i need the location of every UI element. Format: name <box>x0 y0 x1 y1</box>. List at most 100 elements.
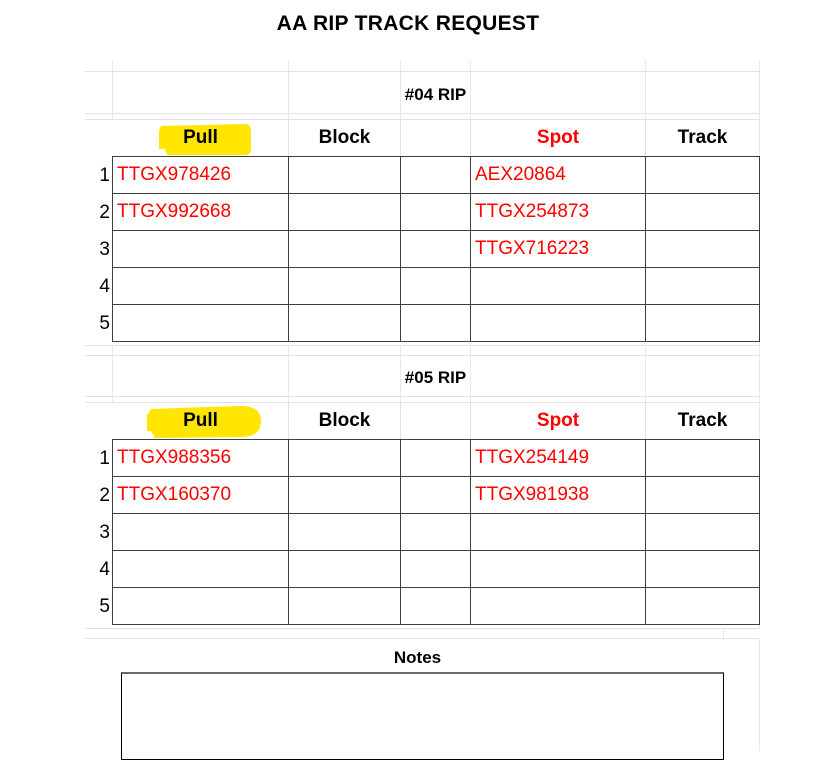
cell-spot[interactable] <box>470 267 646 305</box>
cell-block[interactable] <box>288 230 401 268</box>
cell-pull[interactable] <box>112 267 289 305</box>
cell-pull[interactable] <box>112 513 289 551</box>
table-row: TTGX716223 <box>112 230 760 268</box>
row-number: 1 <box>99 165 110 186</box>
cell-track[interactable] <box>645 513 760 551</box>
cell-spacer[interactable] <box>400 587 471 625</box>
column-header-spot-label: Spot <box>536 409 580 431</box>
cell-track[interactable] <box>645 156 760 194</box>
table-row <box>112 513 760 551</box>
cell-spot[interactable]: TTGX981938 <box>470 476 646 514</box>
table-header-row-04: Pull Block Spot Track <box>112 119 760 157</box>
row-number: 3 <box>99 522 110 543</box>
cell-spacer[interactable] <box>400 513 471 551</box>
cell-spot[interactable] <box>470 513 646 551</box>
cell-spacer[interactable] <box>400 230 471 268</box>
cell-spacer[interactable] <box>400 476 471 514</box>
cell-block[interactable] <box>288 193 401 231</box>
notes-title: Notes <box>393 648 442 667</box>
cell-block[interactable] <box>288 156 401 194</box>
row-number: 1 <box>99 448 110 469</box>
column-header-block: Block <box>288 402 401 440</box>
cell-spot[interactable]: TTGX254149 <box>470 439 646 477</box>
cell-spot[interactable] <box>470 304 646 342</box>
column-header-pull: Pull <box>112 402 289 440</box>
column-header-pull-label: Pull <box>183 409 218 431</box>
cell-spot[interactable] <box>470 550 646 588</box>
cell-block[interactable] <box>288 476 401 514</box>
header-divider <box>644 119 646 156</box>
cell-spot[interactable]: TTGX716223 <box>470 230 646 268</box>
cell-block[interactable] <box>288 587 401 625</box>
cell-pull[interactable] <box>112 304 289 342</box>
header-divider <box>469 402 471 439</box>
cell-pull[interactable]: TTGX988356 <box>112 439 289 477</box>
column-header-track: Track <box>645 402 760 440</box>
cell-track[interactable] <box>645 267 760 305</box>
row-number: 4 <box>99 276 110 297</box>
cell-pull[interactable]: TTGX978426 <box>112 156 289 194</box>
page-title: AA RIP TRACK REQUEST <box>276 12 540 35</box>
cell-pull[interactable] <box>112 230 289 268</box>
table-row: TTGX160370 TTGX981938 <box>112 476 760 514</box>
cell-pull[interactable]: TTGX160370 <box>112 476 289 514</box>
header-divider <box>399 119 401 156</box>
cell-block[interactable] <box>288 513 401 551</box>
cell-spacer[interactable] <box>400 304 471 342</box>
cell-pull[interactable] <box>112 587 289 625</box>
table-row: TTGX988356 TTGX254149 <box>112 439 760 477</box>
header-divider <box>287 119 289 156</box>
cell-pull[interactable]: TTGX992668 <box>112 193 289 231</box>
header-divider <box>469 119 471 156</box>
column-header-pull: Pull <box>112 119 289 157</box>
table-row <box>112 587 760 625</box>
cell-spot[interactable] <box>470 587 646 625</box>
rip-table-04: Pull Block Spot Track TTGX978426 <box>112 119 760 342</box>
cell-track[interactable] <box>645 193 760 231</box>
section-title-04-rip: #04 RIP <box>404 85 467 104</box>
column-header-track-label: Track <box>677 409 728 431</box>
cell-block[interactable] <box>288 550 401 588</box>
cell-spacer[interactable] <box>400 267 471 305</box>
cell-spacer[interactable] <box>400 193 471 231</box>
cell-track[interactable] <box>645 587 760 625</box>
column-header-spacer <box>400 119 471 157</box>
column-header-track: Track <box>645 119 760 157</box>
notes-input[interactable] <box>121 672 724 760</box>
column-header-block: Block <box>288 119 401 157</box>
header-divider <box>287 402 289 439</box>
column-header-pull-label: Pull <box>183 126 218 148</box>
cell-spacer[interactable] <box>400 439 471 477</box>
cell-block[interactable] <box>288 439 401 477</box>
section-title-05-rip: #05 RIP <box>404 368 467 387</box>
row-number: 4 <box>99 559 110 580</box>
table-row: TTGX992668 TTGX254873 <box>112 193 760 231</box>
cell-spacer[interactable] <box>400 156 471 194</box>
row-number: 2 <box>99 202 110 223</box>
table-row: TTGX978426 AEX20864 <box>112 156 760 194</box>
cell-track[interactable] <box>645 476 760 514</box>
table-row <box>112 550 760 588</box>
column-header-spot: Spot <box>470 402 646 440</box>
cell-track[interactable] <box>645 439 760 477</box>
row-number: 5 <box>99 596 110 617</box>
cell-block[interactable] <box>288 267 401 305</box>
table-row <box>112 267 760 305</box>
cell-pull[interactable] <box>112 550 289 588</box>
column-header-block-label: Block <box>318 126 371 148</box>
cell-spacer[interactable] <box>400 550 471 588</box>
column-header-spacer <box>400 402 471 440</box>
cell-spot[interactable]: TTGX254873 <box>470 193 646 231</box>
cell-block[interactable] <box>288 304 401 342</box>
column-header-spot-label: Spot <box>536 126 580 148</box>
cell-track[interactable] <box>645 304 760 342</box>
cell-spot[interactable]: AEX20864 <box>470 156 646 194</box>
cell-track[interactable] <box>645 230 760 268</box>
table-header-row-05: Pull Block Spot Track <box>112 402 760 440</box>
column-header-block-label: Block <box>318 409 371 431</box>
header-divider <box>644 402 646 439</box>
cell-track[interactable] <box>645 550 760 588</box>
rip-table-05: Pull Block Spot Track TTGX988356 <box>112 402 760 625</box>
column-header-spot: Spot <box>470 119 646 157</box>
table-row <box>112 304 760 342</box>
